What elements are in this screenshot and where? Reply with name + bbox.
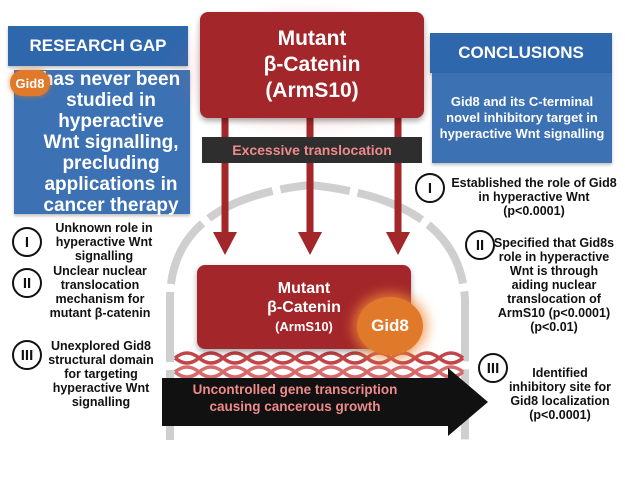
conclusion-item-2-text: Specified that Gid8s role in hyperactive…	[493, 236, 615, 334]
conclusion-item-2-number: II	[465, 230, 495, 260]
top-box-line1: Mutant	[277, 27, 347, 50]
gid8-tag: Gid8	[10, 70, 50, 96]
conclusion-item-3-number: III	[478, 353, 508, 383]
top-box-line3: (ArmS10)	[265, 79, 359, 102]
gap-item-1-text: Unknown role in hyperactive Wnt signalli…	[55, 221, 153, 263]
top-box-line2: β-Catenin	[263, 53, 361, 76]
conclusions-summary: Gid8 and its C-terminal novel inhibitory…	[432, 73, 612, 163]
conclusions-header: CONCLUSIONS	[430, 33, 612, 73]
mid-box-line2: β-Catenin	[267, 298, 341, 316]
gap-item-2-number: II	[12, 268, 42, 298]
research-gap-header: RESEARCH GAP	[8, 26, 188, 66]
gid8-circle: Gid8	[357, 297, 423, 355]
gap-item-2-text: Unclear nuclear translocation mechanism …	[49, 264, 151, 320]
research-gap-statement-text: has never been studied in hyperactive Wn…	[41, 68, 181, 216]
conclusion-item-3-text: Identified inhibitory site for Gid8 loca…	[508, 366, 612, 422]
gap-item-3-text: Unexplored Gid8 structural domain for ta…	[48, 339, 154, 409]
conclusion-item-1-text: Established the role of Gid8 in hyperact…	[451, 176, 617, 218]
mid-box-line1: Mutant	[277, 279, 331, 297]
mutant-beta-catenin-top-box: Mutant β-Catenin (ArmS10)	[200, 12, 424, 118]
conclusion-item-1-number: I	[415, 173, 445, 203]
gap-item-1-number: I	[12, 227, 42, 257]
translocation-label: Excessive translocation	[202, 137, 422, 163]
gap-item-3-number: III	[12, 340, 42, 370]
transcription-arrow	[162, 368, 488, 436]
dna-helix-icon	[173, 351, 465, 379]
transcription-label: Uncontrolled gene transcription causing …	[192, 382, 398, 414]
mid-box-line3: (ArmS10)	[275, 318, 333, 334]
